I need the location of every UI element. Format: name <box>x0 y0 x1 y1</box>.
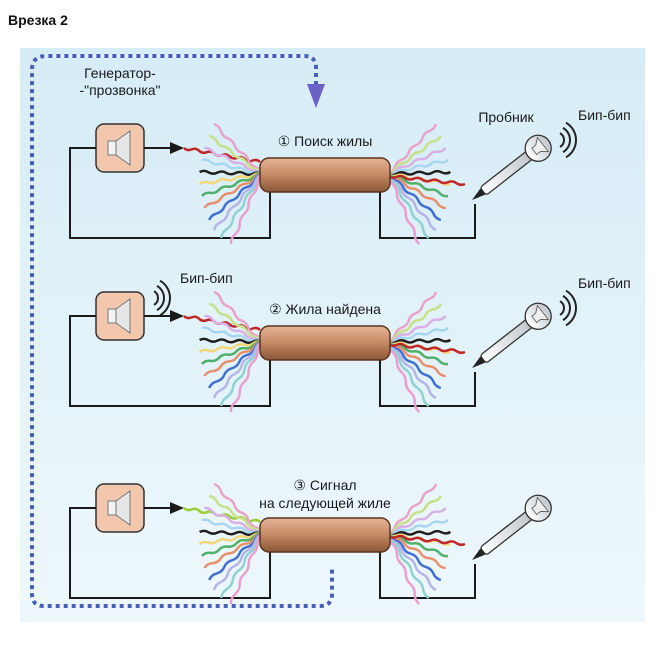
cable <box>259 517 391 553</box>
ground-wire-left <box>69 147 271 239</box>
probed-wire <box>387 534 466 547</box>
step-title: ③ Сигнал <box>293 477 356 493</box>
ground-wire-left <box>69 507 271 599</box>
wire-bundle-left <box>198 290 264 413</box>
probe-sound-label: Бип-бип <box>578 275 631 291</box>
sound-waves-icon <box>153 279 171 317</box>
dotted-line <box>30 54 334 608</box>
arrow-down-icon <box>307 84 325 108</box>
probed-wire <box>387 342 466 355</box>
dotted-sequence-path <box>30 54 334 608</box>
generator-label-line: -"прозвонка" <box>79 82 160 98</box>
generator-label: Генератор--"прозвонка" <box>79 65 160 98</box>
step-title: ② Жила найдена <box>269 301 381 317</box>
wire-bundle-left <box>198 122 264 245</box>
arrow-right-icon <box>170 310 184 322</box>
sound-waves-icon <box>559 121 577 159</box>
cable <box>259 157 391 193</box>
sound-waves-icon <box>559 289 577 327</box>
step-title: на следующей жиле <box>259 495 391 511</box>
speaker-icon <box>107 490 131 526</box>
wire-bundle-left <box>198 482 264 605</box>
ground-wire-left <box>69 315 271 407</box>
probe-icon <box>472 494 552 560</box>
speaker-icon <box>107 298 131 334</box>
step-1: ① Поиск жилы Бип-бип <box>69 107 631 245</box>
probe-icon <box>472 302 552 368</box>
figure-caption: Врезка 2 <box>8 12 68 28</box>
cable <box>259 325 391 361</box>
step-2: ② Жила найдена Бип-бип Бип-бип <box>69 270 631 413</box>
probe-label: Пробник <box>478 109 534 125</box>
arrow-right-icon <box>170 142 184 154</box>
generator-sound-label: Бип-бип <box>180 270 233 286</box>
probe-icon <box>472 134 552 200</box>
speaker-icon <box>107 130 131 166</box>
arrow-right-icon <box>170 502 184 514</box>
step-3: ③ Сигнал на следующей жиле <box>69 477 552 605</box>
probed-wire <box>387 174 466 187</box>
generator-label-line: Генератор- <box>84 65 156 81</box>
probe-sound-label: Бип-бип <box>578 107 631 123</box>
step-title: ① Поиск жилы <box>278 133 373 149</box>
